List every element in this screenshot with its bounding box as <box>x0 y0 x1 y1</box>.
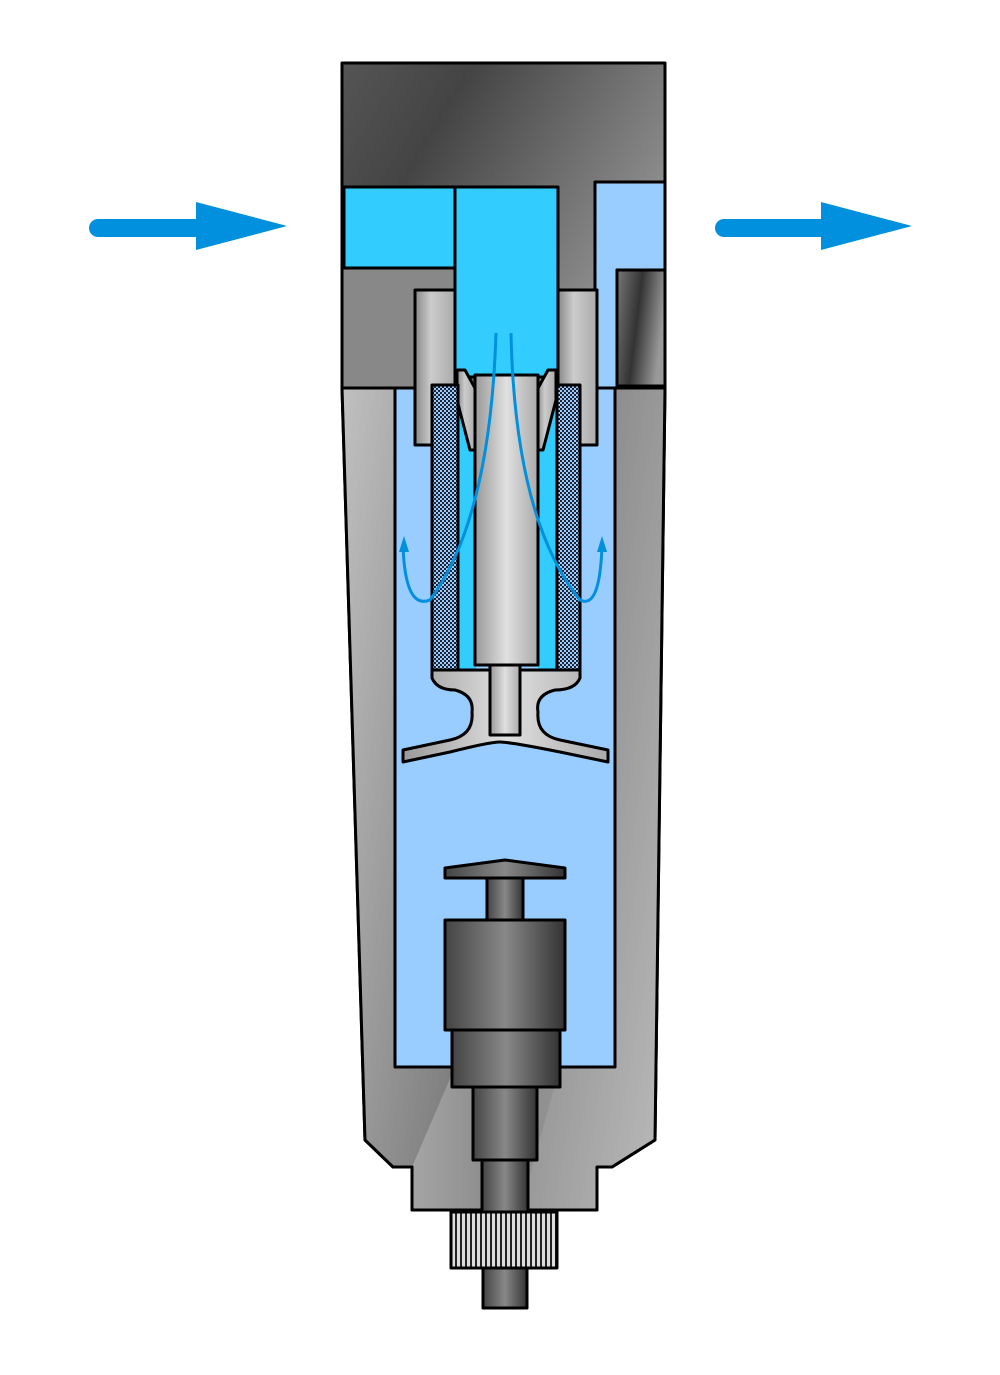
right-filter-element <box>555 383 582 672</box>
inlet-channel <box>453 185 560 379</box>
drain-cap <box>443 858 567 880</box>
drain-knob[interactable] <box>449 1210 559 1270</box>
drain-body <box>443 918 567 1032</box>
drain-shaft <box>471 1085 539 1162</box>
outlet-arrow-icon <box>715 202 912 250</box>
inlet-port <box>342 185 457 270</box>
drain-collar <box>450 1028 562 1089</box>
center-tube <box>473 373 540 667</box>
left-filter-element <box>430 383 460 672</box>
drain-neck <box>480 1158 530 1214</box>
drain-stem <box>485 876 525 922</box>
baffle-stem <box>488 663 522 737</box>
inlet-arrow-icon <box>89 202 287 250</box>
drain-pin <box>481 1266 529 1310</box>
airflow-lines <box>399 332 607 603</box>
head-right-block <box>615 268 667 388</box>
